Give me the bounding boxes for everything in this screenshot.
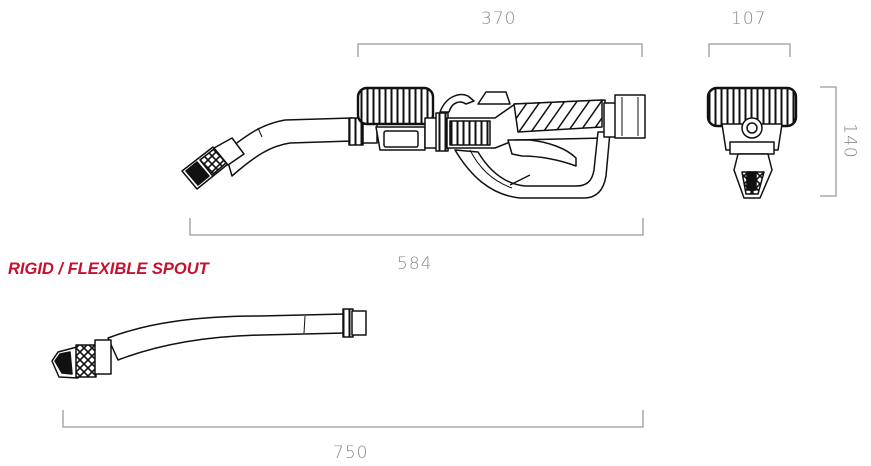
dimension-bracket-overall-length — [189, 218, 644, 236]
nozzle-front-view — [706, 86, 798, 199]
flexible-spout — [51, 308, 367, 379]
dimension-bracket-height — [820, 86, 837, 197]
dimension-label-side-width: 107 — [731, 9, 767, 29]
dimension-label-height: 140 — [839, 123, 860, 159]
meter-knob — [357, 87, 434, 125]
spout-tip — [181, 137, 245, 190]
nozzle-grip — [513, 99, 603, 133]
flexible-hose — [107, 313, 346, 361]
dimension-label-flexible-length: 750 — [333, 443, 369, 463]
hose-end-fitting — [351, 310, 367, 336]
dimension-label-overall-length: 584 — [397, 254, 433, 274]
trigger-lever — [507, 139, 577, 167]
nozzle-side-view — [181, 86, 646, 199]
rigid-spout-tube — [224, 117, 353, 177]
flexible-tip — [51, 339, 112, 379]
dimension-bracket-flexible-length — [62, 410, 644, 428]
inlet-fitting — [614, 94, 646, 139]
dimension-bracket-top-width — [357, 43, 643, 57]
dimension-bracket-side-width — [708, 43, 791, 57]
dimension-label-top-width: 370 — [481, 9, 517, 29]
section-title-spout: RIGID / FLEXIBLE SPOUT — [8, 260, 209, 278]
